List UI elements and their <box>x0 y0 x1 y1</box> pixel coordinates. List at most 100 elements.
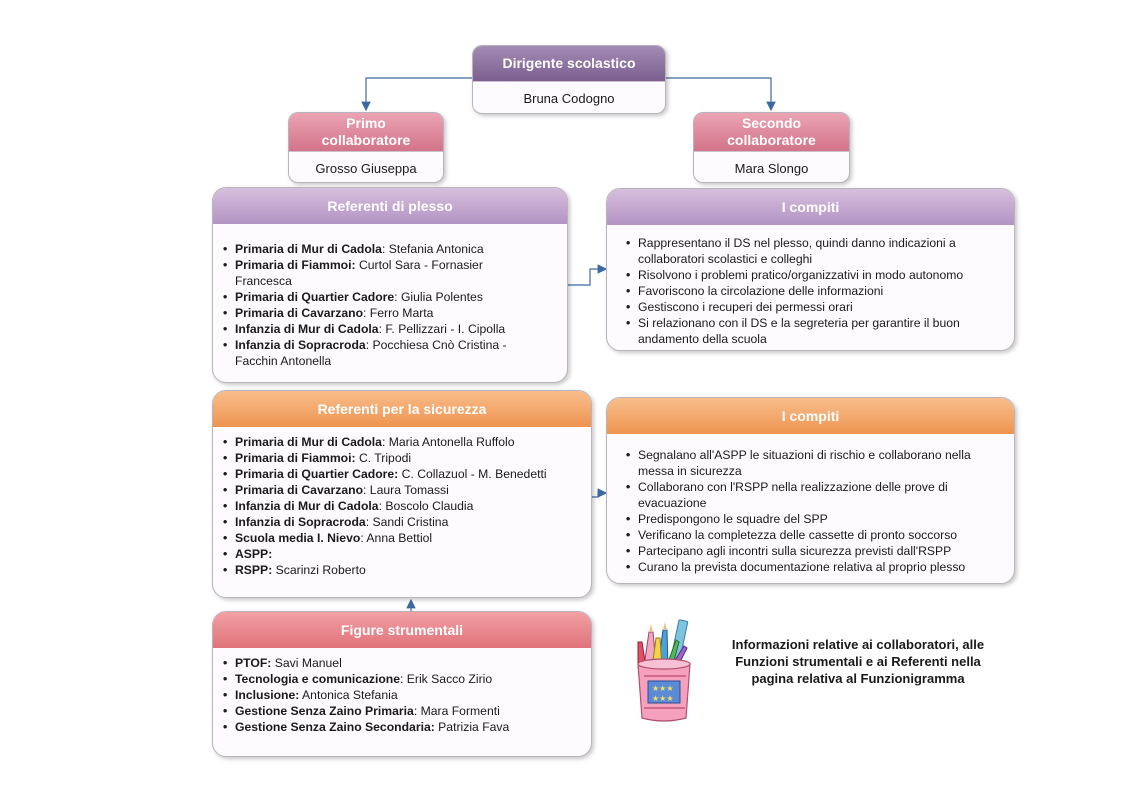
compiti-plesso-list: Rappresentano il DS nel plesso, quindi d… <box>607 235 1003 347</box>
figure-strumentali-list: PTOF: Savi ManuelTecnologia e comunicazi… <box>213 655 575 735</box>
list-item: RSPP: Scarinzi Roberto <box>223 562 565 578</box>
connector-plesso-compiti <box>568 264 608 286</box>
list-item-value: : Maria Antonella Ruffolo <box>381 435 515 449</box>
list-item-label: Primaria di Mur di Cadola <box>235 435 382 449</box>
list-item-value: : Pocchiesa Cnò Cristina - Facchin Anton… <box>235 338 507 368</box>
list-item-value: : Giulia Polentes <box>394 290 483 304</box>
list-item-label: Gestione Senza Zaino Secondaria: <box>235 720 435 734</box>
list-item: Primaria di Cavarzano: Laura Tomassi <box>223 482 565 498</box>
connector-dirigente-secondo <box>666 77 776 112</box>
list-item: Primaria di Fiammoi: C. Tripodi <box>223 450 565 466</box>
compiti-plesso-title: I compiti <box>607 189 1014 225</box>
list-item: Primaria di Mur di Cadola: Maria Antonel… <box>223 434 565 450</box>
list-item-value: : Boscolo Claudia <box>378 499 474 513</box>
primo-collaboratore-name: Grosso Giuseppa <box>289 151 443 182</box>
list-item-label: Tecnologia e comunicazione <box>235 672 401 686</box>
task-item: Favoriscono la circolazione delle inform… <box>626 283 1003 299</box>
task-item: Gestiscono i recuperi dei permessi orari <box>626 299 1003 315</box>
list-item-value: : Sandi Cristina <box>365 515 449 529</box>
connector-dirigente-primo <box>361 77 472 112</box>
task-item: Partecipano agli incontri sulla sicurezz… <box>626 543 998 559</box>
list-item-value: Savi Manuel <box>271 656 342 670</box>
compiti-sicurezza-title: I compiti <box>607 398 1014 434</box>
list-item-value: : Ferro Marta <box>363 306 434 320</box>
svg-text:★★★: ★★★ <box>652 694 674 703</box>
primo-collaboratore-box: Primo collaboratore Grosso Giuseppa <box>288 112 444 183</box>
list-item: Infanzia di Mur di Cadola: F. Pellizzari… <box>223 321 535 337</box>
list-item: Primaria di Mur di Cadola: Stefania Anto… <box>223 241 535 257</box>
task-item: Curano la prevista documentazione relati… <box>626 559 998 575</box>
dirigente-title: Dirigente scolastico <box>473 46 665 81</box>
list-item-label: RSPP: <box>235 563 273 577</box>
list-item: Infanzia di Sopracroda: Pocchiesa Cnò Cr… <box>223 337 535 369</box>
task-item: Predispongono le squadre del SPP <box>626 511 998 527</box>
primo-collaboratore-title-text: Primo collaboratore <box>321 115 411 148</box>
secondo-collaboratore-name: Mara Slongo <box>694 151 849 182</box>
list-item-label: Primaria di Fiammoi: <box>235 258 356 272</box>
list-item-label: Infanzia di Mur di Cadola <box>235 499 379 513</box>
list-item-label: Primaria di Quartier Cadore <box>235 290 395 304</box>
referenti-plesso-list: Primaria di Mur di Cadola: Stefania Anto… <box>213 241 535 369</box>
list-item-value: C. Tripodi <box>355 451 412 465</box>
figure-strumentali-box: Figure strumentali PTOF: Savi ManuelTecn… <box>212 611 592 757</box>
list-item: Primaria di Cavarzano: Ferro Marta <box>223 305 535 321</box>
list-item-value: : Erik Sacco Zirio <box>400 672 493 686</box>
list-item-value: Antonica Stefania <box>299 688 398 702</box>
list-item-value: : Mara Formenti <box>413 704 500 718</box>
primo-collaboratore-title: Primo collaboratore <box>289 113 443 151</box>
list-item: Infanzia di Sopracroda: Sandi Cristina <box>223 514 565 530</box>
compiti-sicurezza-box: I compiti Segnalano all'ASPP le situazio… <box>606 397 1015 584</box>
list-item-label: Infanzia di Sopracroda <box>235 338 366 352</box>
info-note: Informazioni relative ai collaboratori, … <box>731 637 985 686</box>
list-item-label: Scuola media I. Nievo <box>235 531 361 545</box>
list-item: ASPP: <box>223 546 565 562</box>
compiti-plesso-box: I compiti Rappresentano il DS nel plesso… <box>606 188 1015 351</box>
task-item: Segnalano all'ASPP le situazioni di risc… <box>626 447 998 479</box>
svg-text:★★★: ★★★ <box>652 684 674 693</box>
list-item-value: C. Collazuol - M. Benedetti <box>398 467 547 481</box>
pencil-cup-icon: ★★★ ★★★ <box>637 619 691 722</box>
dirigente-name: Bruna Codogno <box>473 81 665 113</box>
list-item: Primaria di Quartier Cadore: Giulia Pole… <box>223 289 535 305</box>
list-item-value: : Anna Bettiol <box>360 531 433 545</box>
list-item-label: ASPP: <box>235 547 273 561</box>
referenti-sicurezza-box: Referenti per la sicurezza Primaria di M… <box>212 390 592 598</box>
task-item: Rappresentano il DS nel plesso, quindi d… <box>626 235 1003 267</box>
list-item-label: Inclusione: <box>235 688 300 702</box>
connector-sicurezza-compiti <box>592 488 608 498</box>
list-item-label: Primaria di Cavarzano <box>235 306 364 320</box>
list-item-label: Infanzia di Sopracroda <box>235 515 366 529</box>
list-item: Inclusione: Antonica Stefania <box>223 687 575 703</box>
secondo-collaboratore-box: Secondo collaboratore Mara Slongo <box>693 112 850 183</box>
compiti-sicurezza-list: Segnalano all'ASPP le situazioni di risc… <box>607 447 998 575</box>
list-item-value: : F. Pellizzari - I. Cipolla <box>378 322 506 336</box>
list-item: PTOF: Savi Manuel <box>223 655 575 671</box>
list-item: Infanzia di Mur di Cadola: Boscolo Claud… <box>223 498 565 514</box>
secondo-collaboratore-title: Secondo collaboratore <box>694 113 849 151</box>
list-item-value: : Laura Tomassi <box>363 483 449 497</box>
list-item: Gestione Senza Zaino Primaria: Mara Form… <box>223 703 575 719</box>
list-item: Gestione Senza Zaino Secondaria: Patrizi… <box>223 719 575 735</box>
list-item: Scuola media I. Nievo: Anna Bettiol <box>223 530 565 546</box>
referenti-sicurezza-list: Primaria di Mur di Cadola: Maria Antonel… <box>213 434 565 578</box>
figure-strumentali-title: Figure strumentali <box>213 612 591 648</box>
list-item: Primaria di Quartier Cadore: C. Collazuo… <box>223 466 565 482</box>
referenti-plesso-box: Referenti di plesso Primaria di Mur di C… <box>212 187 568 383</box>
list-item-label: Primaria di Quartier Cadore: <box>235 467 399 481</box>
list-item-label: Primaria di Mur di Cadola <box>235 242 382 256</box>
secondo-collaboratore-title-text: Secondo collaboratore <box>727 115 816 148</box>
list-item-value: Curtol Sara - Fornasier Francesca <box>235 258 483 288</box>
list-item-label: Infanzia di Mur di Cadola <box>235 322 379 336</box>
task-item: Verificano la completezza delle cassette… <box>626 527 998 543</box>
list-item: Tecnologia e comunicazione: Erik Sacco Z… <box>223 671 575 687</box>
list-item-label: PTOF: <box>235 656 272 670</box>
task-item: Collaborano con l'RSPP nella realizzazio… <box>626 479 998 511</box>
referenti-plesso-title: Referenti di plesso <box>213 188 567 224</box>
list-item-label: Primaria di Cavarzano <box>235 483 364 497</box>
list-item: Primaria di Fiammoi: Curtol Sara - Forna… <box>223 257 535 289</box>
referenti-sicurezza-title: Referenti per la sicurezza <box>213 391 591 427</box>
list-item-value: : Stefania Antonica <box>381 242 484 256</box>
list-item-label: Primaria di Fiammoi: <box>235 451 356 465</box>
dirigente-box: Dirigente scolastico Bruna Codogno <box>472 45 666 114</box>
